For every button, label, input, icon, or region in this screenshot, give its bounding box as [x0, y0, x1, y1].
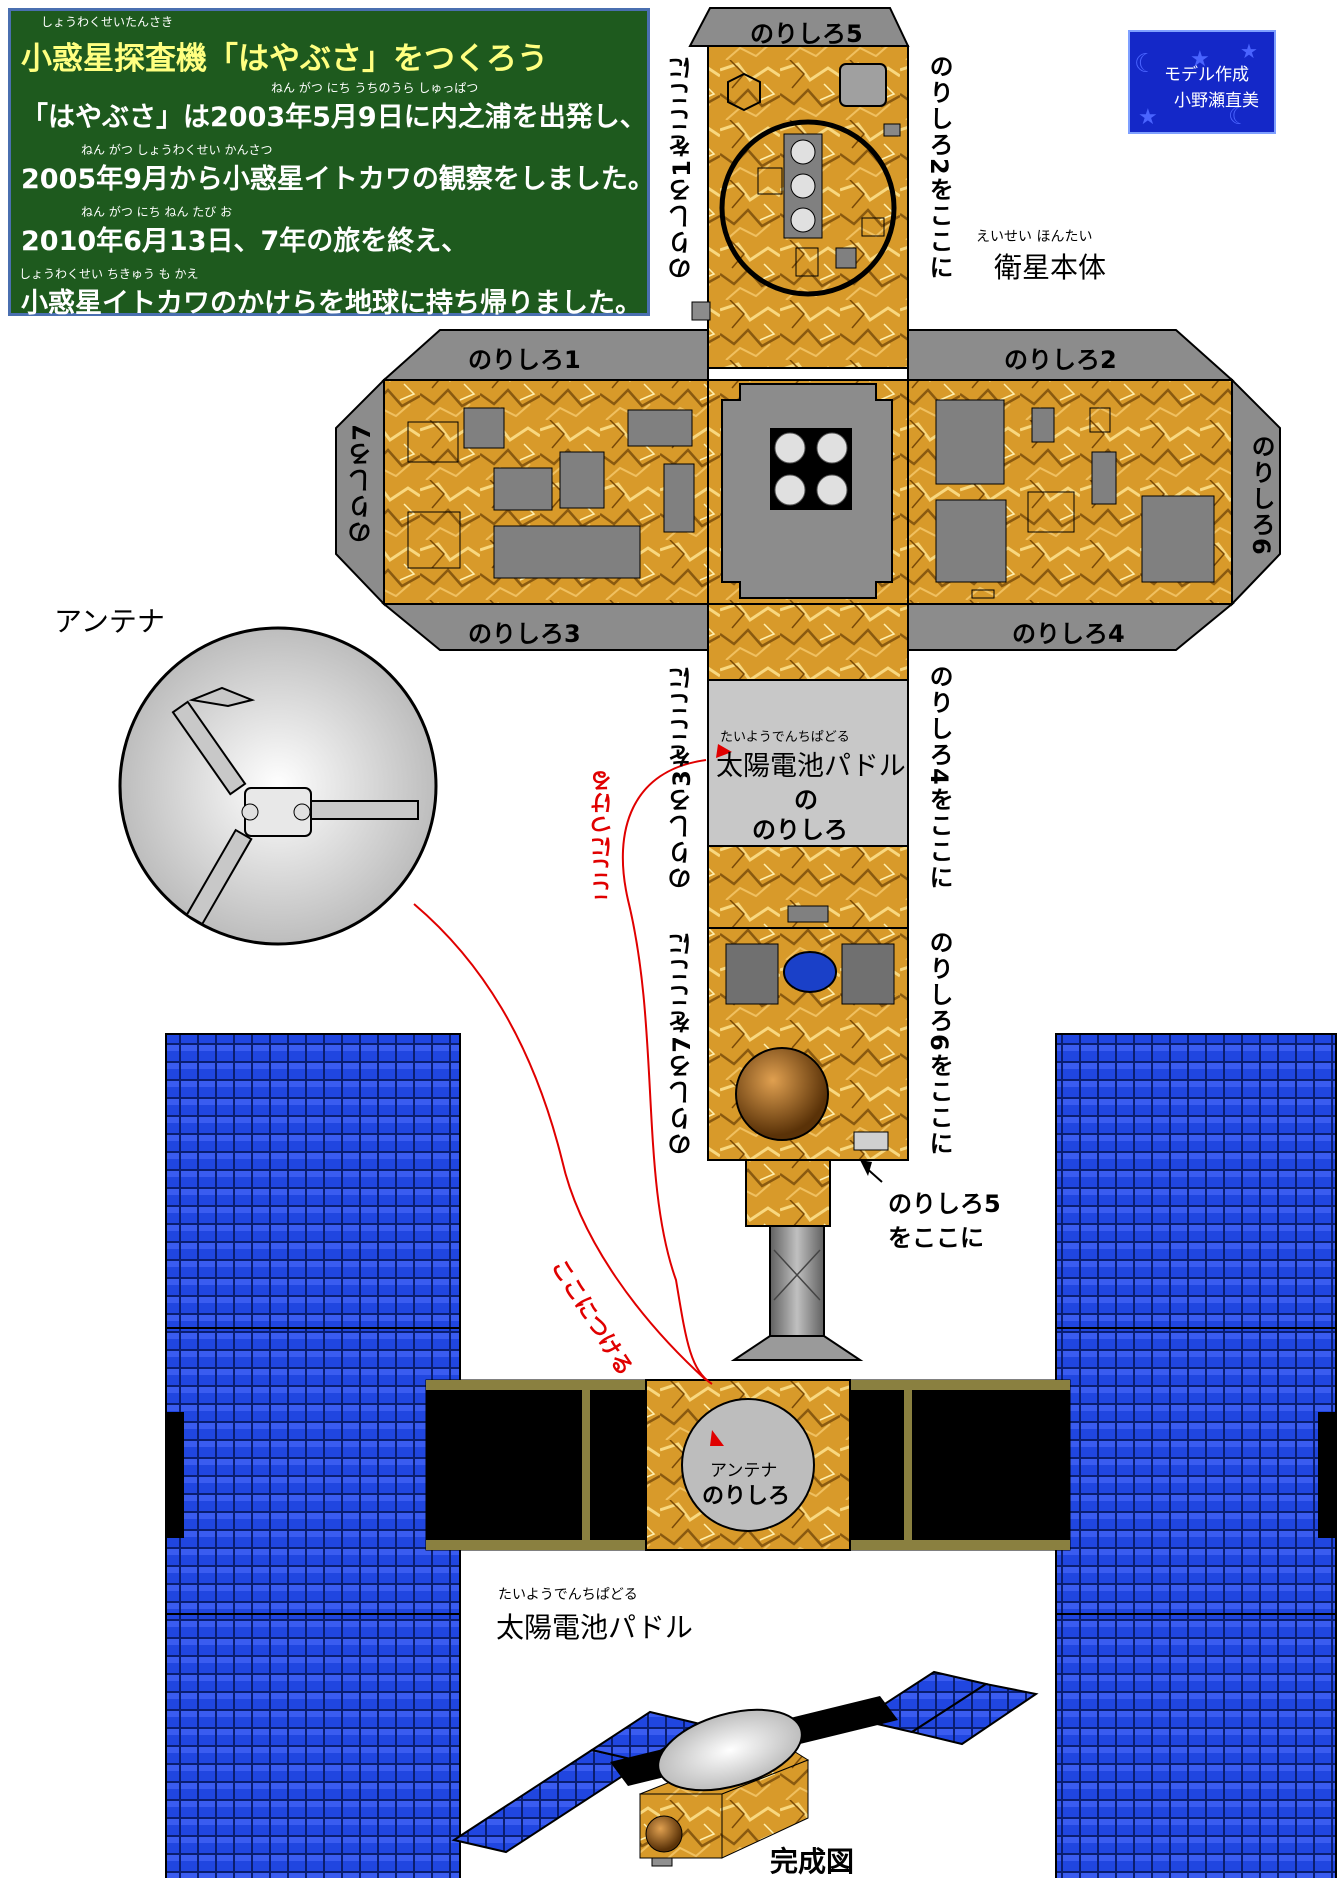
here-2-label: のりしろ2をここに [925, 54, 953, 281]
body-label: 衛星本体 [994, 251, 1107, 284]
tab-1-label: のりしろ1 [468, 346, 581, 374]
antenna-glue-circle [681, 1398, 815, 1532]
tab-5-label: のりしろ5 [750, 20, 863, 48]
here-7-label: のりしろ7をここに [668, 930, 696, 1157]
paddle-tab-line-1: 太陽電池パドル [716, 751, 906, 782]
paddle-glue-tab [707, 679, 909, 847]
intro-line-3: 2010年6月13日、7年の旅を終え、 [21, 226, 469, 257]
tab-2-label: のりしろ2 [1004, 346, 1117, 374]
sampler-horn [769, 1225, 825, 1337]
solar-panel-right-bottom [1055, 1613, 1337, 1878]
intro-line-1: 「はやぶさ」は2003年5月9日に内之浦を出発し、 [21, 102, 647, 133]
svg-text:★: ★ [1240, 39, 1258, 63]
tab-notch [691, 301, 711, 321]
paddle-ruby: たいようでんちぱどる [498, 1587, 638, 1603]
svg-text:☾: ☾ [1134, 49, 1157, 79]
completed-model [451, 1670, 1039, 1867]
credit-author: 小野瀬直美 [1174, 91, 1259, 111]
here-1-label: のりしろ1をここに [668, 54, 696, 281]
reentry-capsule [735, 1047, 829, 1141]
finished-label: 完成図 [770, 1845, 855, 1878]
paddle-label: 太陽電池パドル [496, 1611, 693, 1644]
antenna-dish [118, 626, 438, 946]
camera-window [783, 951, 837, 993]
antenna-tab-line-2: のりしろ [702, 1484, 791, 1509]
line3-ruby: ねん がつ にち ねん たび お [81, 205, 233, 219]
credit-box: ☾ ★ ★ ★ ☾ モデル作成 小野瀬直美 [1128, 30, 1276, 134]
body-ruby: えいせい ほんたい [976, 229, 1093, 245]
attach-here-1: ここにつける [591, 770, 616, 902]
tab-3-label: のりしろ3 [468, 620, 581, 648]
paddle-tab-ruby: たいようでんちぱどる [720, 730, 850, 745]
solar-panel-left-top [165, 1033, 461, 1329]
header-panel: しょうわくせいたんさき 小惑星探査機「はやぶさ」をつくろう ねん がつ にち う… [8, 8, 655, 319]
tab-4-label: のりしろ4 [1012, 620, 1125, 648]
title-ruby: しょうわくせいたんさき [41, 15, 174, 29]
line1-ruby: ねん がつ にち うちのうら しゅっぱつ [271, 81, 479, 95]
here-5-label-b: をここに [888, 1224, 984, 1252]
here-4-label: のりしろ4をここに [925, 664, 953, 891]
intro-line-4: 小惑星イトカワのかけらを地球に持ち帰りました。 [21, 288, 642, 319]
antenna-tab-line-1: アンテナ [710, 1461, 778, 1481]
tab-6-label: のりしろ6 [1247, 434, 1275, 557]
antenna-label: アンテナ [54, 605, 165, 638]
solar-panel-left-mid [165, 1327, 461, 1615]
svg-text:★: ★ [1138, 105, 1158, 130]
line4-ruby: しょうわくせい ちきゅう も かえ [19, 267, 199, 281]
credit-line-1: モデル作成 [1164, 65, 1249, 85]
here-6-label: のりしろ6をここに [925, 930, 953, 1157]
line2-ruby: ねん がつ しょうわくせい かんさつ [81, 143, 273, 157]
here-5-label-a: のりしろ5 [888, 1190, 1001, 1218]
paddle-tab-line-2: の [794, 786, 818, 814]
tab-7-label: のりしろ7 [348, 422, 376, 545]
svg-text:☾: ☾ [1228, 102, 1250, 130]
solar-panel-left-bottom [165, 1613, 461, 1878]
solar-panel-right-mid [1055, 1327, 1337, 1615]
intro-line-2: 2005年9月から小惑星イトカワの観察をしました。 [21, 164, 655, 195]
paddle-tab-line-3: のりしろ [752, 816, 848, 844]
page-title: 小惑星探査機「はやぶさ」をつくろう [21, 41, 548, 77]
star-moon-decoration: ☾ ★ ★ ★ ☾ [1134, 39, 1258, 130]
solar-panel-right-top [1055, 1033, 1337, 1329]
svg-text:★: ★ [1190, 47, 1210, 72]
sampler-circle [719, 119, 897, 297]
here-3-label: のりしろ3をここに [668, 664, 696, 891]
